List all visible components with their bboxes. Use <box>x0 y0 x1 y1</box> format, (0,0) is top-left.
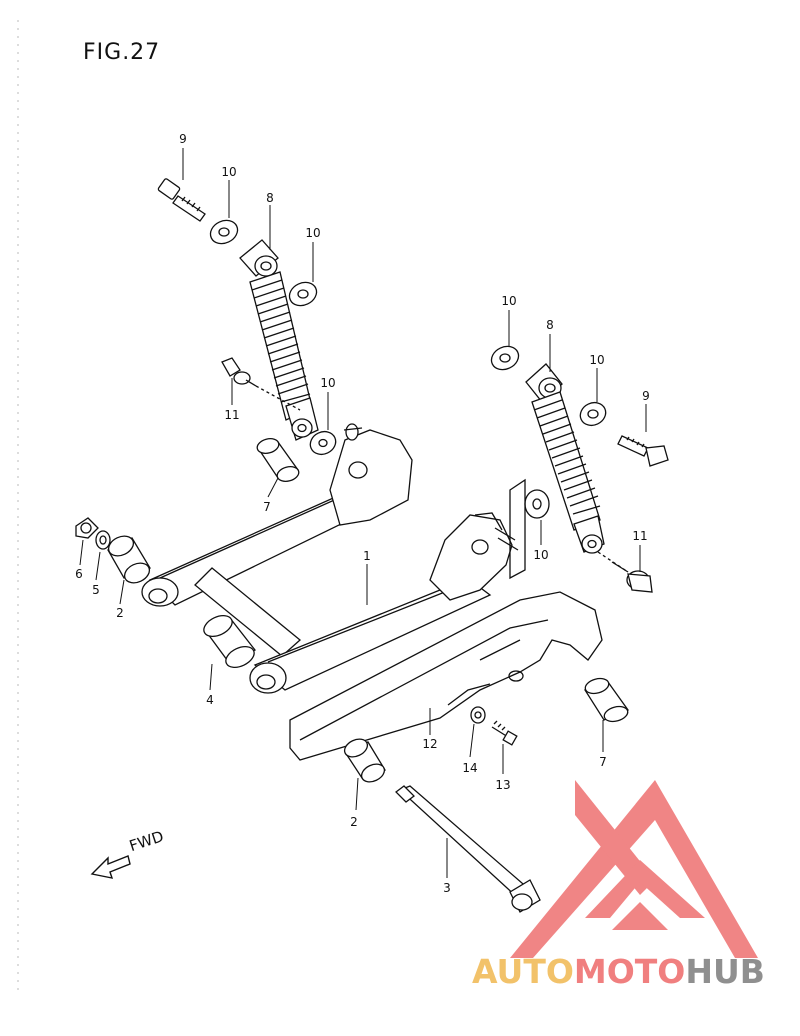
callout-9: 9 <box>642 389 650 403</box>
callout-10: 10 <box>501 294 517 308</box>
fwd-arrow-icon <box>90 855 131 879</box>
callout-5: 5 <box>92 583 100 597</box>
brand-moto: MOTO <box>573 952 686 991</box>
leader-lines <box>79 148 647 878</box>
automotohub-logo-icon <box>510 780 758 958</box>
callout-14: 14 <box>462 761 478 775</box>
right-shock-absorber <box>490 345 669 593</box>
callout-4: 4 <box>206 693 214 707</box>
callout-7: 7 <box>263 500 271 514</box>
callout-7: 7 <box>599 755 607 769</box>
callout-2: 2 <box>350 815 358 829</box>
callout-10: 10 <box>305 226 321 240</box>
figure-title: FIG.27 <box>83 40 161 65</box>
brand-hub: HUB <box>685 952 765 991</box>
callout-1: 1 <box>363 549 371 563</box>
bushings <box>75 438 630 783</box>
callout-10: 10 <box>320 376 336 390</box>
callout-12: 12 <box>422 737 438 751</box>
callout-10: 10 <box>221 165 237 179</box>
bolt-9-top <box>157 178 206 222</box>
callout-8: 8 <box>266 191 274 205</box>
callout-10: 10 <box>589 353 605 367</box>
callout-9: 9 <box>179 132 187 146</box>
watermark-brand: AUTOMOTOHUB <box>472 952 765 991</box>
pivot-shaft <box>395 785 541 913</box>
chain-case <box>289 591 603 761</box>
bolt-11-left <box>221 357 301 411</box>
brand-auto: AUTO <box>472 952 574 991</box>
callout-6: 6 <box>75 567 83 581</box>
callout-8: 8 <box>546 318 554 332</box>
swing-arm <box>141 423 526 694</box>
callout-10: 10 <box>533 548 549 562</box>
callout-13: 13 <box>495 778 511 792</box>
callout-11: 11 <box>632 529 648 543</box>
callout-11: 11 <box>224 408 240 422</box>
callout-2: 2 <box>116 606 124 620</box>
left-shock-absorber <box>157 178 337 456</box>
callout-3: 3 <box>443 881 451 895</box>
